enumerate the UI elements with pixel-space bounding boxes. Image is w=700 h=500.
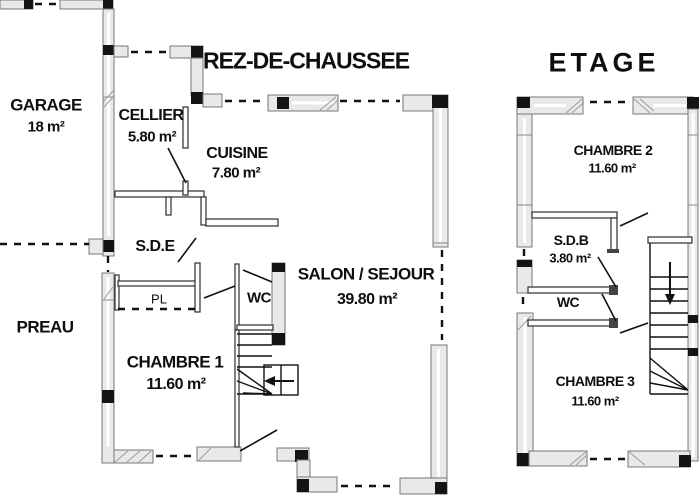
room-label-wc-etage: WC — [556, 294, 580, 310]
room-label-cuisine: CUISINE — [206, 145, 268, 162]
etage-exterior-walls — [516, 96, 699, 468]
stair-down-arrow-icon — [665, 262, 675, 305]
rdc-opening-dashes — [0, 2, 444, 488]
room-label-cellier: CELLIER — [118, 107, 184, 124]
rdc-exterior-walls — [0, 0, 449, 495]
room-area-salon: 39.80 m² — [336, 291, 398, 308]
etage-window-hatches — [517, 98, 655, 466]
room-area-cellier: 5.80 m² — [127, 128, 177, 146]
etage-door-leaves — [597, 212, 649, 334]
room-label-salon: SALON / SEJOUR — [297, 264, 435, 284]
floor-title-etage: ETAGE — [548, 47, 660, 78]
floor-title-rdc: REZ-DE-CHAUSSEE — [202, 47, 410, 74]
rdc-window-hatches — [102, 89, 339, 463]
stair-entry-left-arrow-icon — [264, 376, 294, 386]
rdc-door-leaves — [167, 147, 278, 452]
rdc-staircase — [236, 333, 299, 396]
room-label-chambre3: CHAMBRE 3 — [555, 373, 635, 389]
etage-staircase — [649, 243, 689, 395]
room-label-garage: GARAGE — [10, 95, 82, 115]
room-area-chambre2: 11.60 m² — [588, 160, 636, 176]
room-label-sdb: S.D.B — [553, 232, 589, 248]
room-area-chambre1: 11.60 m² — [146, 376, 206, 393]
room-area-sdb: 3.80 m² — [549, 250, 591, 266]
etage-interior-walls — [527, 211, 693, 328]
room-label-pl: PL — [151, 291, 167, 307]
room-label-wc-rdc: WC — [247, 289, 272, 307]
rdc-interior-walls — [114, 106, 279, 448]
room-label-sde: S.D.E — [135, 238, 175, 255]
room-area-chambre3: 11.60 m² — [571, 393, 619, 409]
room-label-preau: PREAU — [16, 317, 74, 337]
room-area-cuisine: 7.80 m² — [211, 164, 261, 182]
room-label-chambre1: CHAMBRE 1 — [126, 352, 224, 372]
etage-opening-dashes — [521, 100, 630, 461]
room-area-garage: 18 m² — [27, 118, 65, 136]
room-label-chambre2: CHAMBRE 2 — [573, 142, 653, 158]
